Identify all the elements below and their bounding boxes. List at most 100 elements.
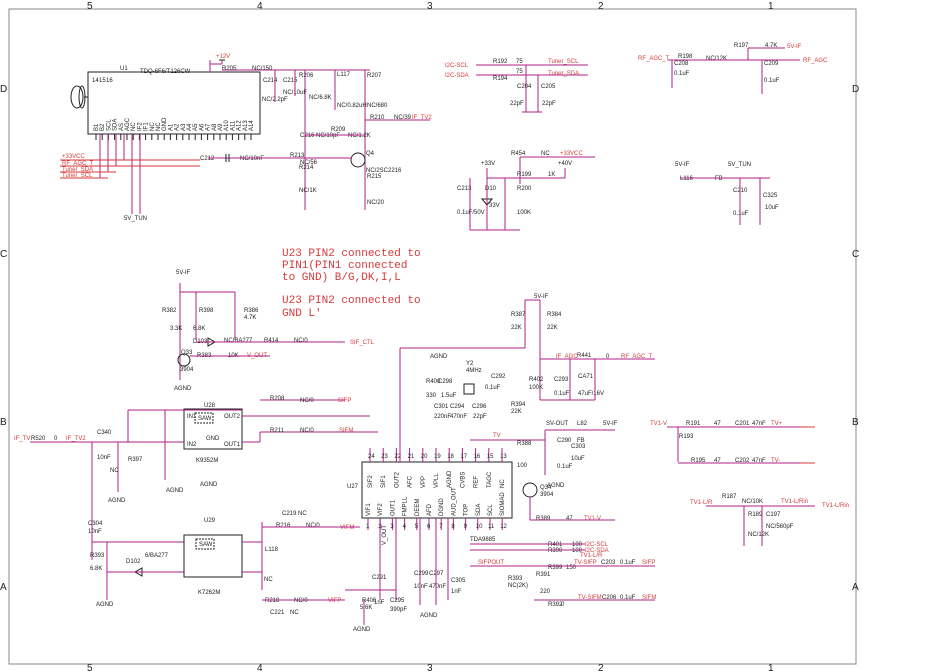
saw1-pin-out2: OUT2 <box>224 414 241 420</box>
c202-value: 47nF <box>752 458 766 464</box>
agc-in: RF_AGC_T <box>638 56 670 62</box>
r382-ref: R382 <box>162 308 177 314</box>
ic-bottom-pin-number: 11 <box>488 524 495 530</box>
saw1-ref: U28 <box>204 403 216 409</box>
q34-transistor-icon <box>522 482 538 498</box>
c205-ref: C205 <box>541 84 556 90</box>
r393b-ref: R393 <box>508 576 523 582</box>
y2-crystal-icon <box>463 383 475 395</box>
r200-ref: R200 <box>517 186 532 192</box>
tuner-pin-label: A3 <box>181 123 187 131</box>
antenna-connector-icon <box>70 85 84 109</box>
tuner-pin-label: A9 <box>218 123 224 131</box>
r194-value: 75 <box>516 69 523 75</box>
l82-fb: FB <box>577 438 585 444</box>
c219-ref: C219 <box>282 511 297 517</box>
r197-value: 4.7K <box>765 43 777 49</box>
r216-ref: R216 <box>276 523 291 529</box>
r393b-value: NC(2K) <box>508 583 528 589</box>
tuner-pin-label: NC <box>131 122 137 131</box>
tv1lrin-b: TV1-L/Rin <box>822 503 849 509</box>
if-tv2-net: IF_TV2 <box>412 115 432 121</box>
r402-value: 100K <box>529 385 543 391</box>
r213-value: NC/56 <box>300 160 318 166</box>
tun-fb: FB <box>715 176 723 182</box>
vifm-net: VIFM <box>340 525 354 531</box>
saw1-block: U28 SAW IN1 IN2 OUT2 OUT1 GND K9352M R20… <box>183 396 378 464</box>
r399-ref: R399 <box>548 565 563 571</box>
tuner-pin-label: A10 <box>224 120 230 131</box>
tv-right-block: TV1-V R191 47 C201 47nF TV+ R193 R195 47… <box>650 421 849 546</box>
zone-right-a: A <box>852 582 859 593</box>
zone-top-5: 5 <box>87 1 93 12</box>
r195-ref: R195 <box>691 458 706 464</box>
agc-vif: 5V-IF <box>787 44 802 50</box>
c297-ref: C297 <box>429 571 444 577</box>
tuner-net-33vcc: +33VCC <box>62 154 86 160</box>
ic-bottom-pin-label: OUT1 <box>390 499 396 516</box>
ic-top-pin-number: 15 <box>487 454 494 460</box>
r187-value: NC/10K <box>742 499 763 505</box>
ca71-ref: CA71 <box>578 374 594 380</box>
tun-vtun: 5V_TUN <box>728 162 751 168</box>
ic-top-pin-label: SIF1 <box>381 475 387 488</box>
r192-value: 75 <box>516 59 523 65</box>
saw1-part: K9352M <box>196 458 218 464</box>
sv-out-label: SV-OUT <box>546 421 569 427</box>
tuner-pin-num-15: 15 <box>99 78 106 84</box>
tvout-vif: 5V-IF <box>603 421 618 427</box>
r194-ref: R194 <box>493 76 508 82</box>
r397-ref: R397 <box>128 457 143 463</box>
i2c-block: I2C-SCL I2C-SDA R192 R194 75 75 Tuner_SC… <box>445 59 588 113</box>
ic-pins: 24SIF223SIF122OUT221AFC20VPP19VPLL18AGND… <box>366 448 508 530</box>
ic-top-pin-number: 21 <box>408 454 415 460</box>
q4-transistor-icon <box>350 152 366 168</box>
zone-labels: 5 4 3 2 1 5 4 3 2 1 D C B A D C B A <box>0 1 859 672</box>
saw1-pin-out1: OUT1 <box>224 442 241 448</box>
q4-ref: Q4 <box>366 151 375 157</box>
note-line-1: U23 PIN2 connected to <box>282 248 421 260</box>
r398-ref: R398 <box>199 308 214 314</box>
r214-value: NC/1K <box>299 188 317 194</box>
zone-top-4: 4 <box>257 1 263 12</box>
r399-value: 150 <box>566 565 577 571</box>
agc-block: RF_AGC_T R198 NC/12K R197 4.7K 5V-IF RF_… <box>638 43 828 94</box>
ic-bottom-pin-number: 9 <box>464 524 468 530</box>
r392-value: 0 <box>561 602 565 608</box>
ic-bottom-pin-label: SCL <box>488 504 494 516</box>
ic-top-pin-label: REF <box>474 476 480 488</box>
ic-top-pin-number: 24 <box>368 454 375 460</box>
i2c-sda-bottom: I2C-SDA <box>585 548 609 554</box>
r197-ref: R197 <box>734 43 749 49</box>
r189-ref: R189 <box>748 512 763 518</box>
ic-bottom-pin-label: AFD <box>427 503 433 516</box>
r394-value: 22K <box>511 409 522 415</box>
r189-value: NC/12K <box>748 532 769 538</box>
q33-transistor-icon <box>177 353 191 367</box>
c325-value: 10uF <box>765 205 779 211</box>
c290-ref: C290 <box>557 438 572 444</box>
tun-vif: 5V-IF <box>675 162 690 168</box>
c201-ref: C201 <box>735 421 750 427</box>
tuner-pin-label: GND <box>162 117 168 131</box>
if-agnd: AGND <box>108 498 126 504</box>
r206-value: NC/6.8K <box>309 95 332 101</box>
c294-value: 470nF <box>450 414 467 420</box>
tuner-supply-label: +12V <box>216 54 230 60</box>
c301-value: 220nF <box>434 414 451 420</box>
c202-ref: C202 <box>735 458 750 464</box>
r386-value: 4.7K <box>244 315 256 321</box>
c340-value: 10nF <box>97 455 111 461</box>
d102-ref: D102 <box>126 559 141 565</box>
c209-value: 0.1uF <box>764 78 780 84</box>
r398-value: 6.8K <box>193 326 205 332</box>
ic-top-pin-number: 18 <box>447 454 454 460</box>
ic-bottom-pin-number: 8 <box>451 524 455 530</box>
r391-value: 220 <box>540 589 551 595</box>
tuner-net-5v: 5V_TUN <box>124 216 147 222</box>
c197-value: NC/560pF <box>766 524 794 530</box>
p40v: +40V <box>558 161 572 167</box>
sifp-net: SIFP <box>338 398 351 404</box>
